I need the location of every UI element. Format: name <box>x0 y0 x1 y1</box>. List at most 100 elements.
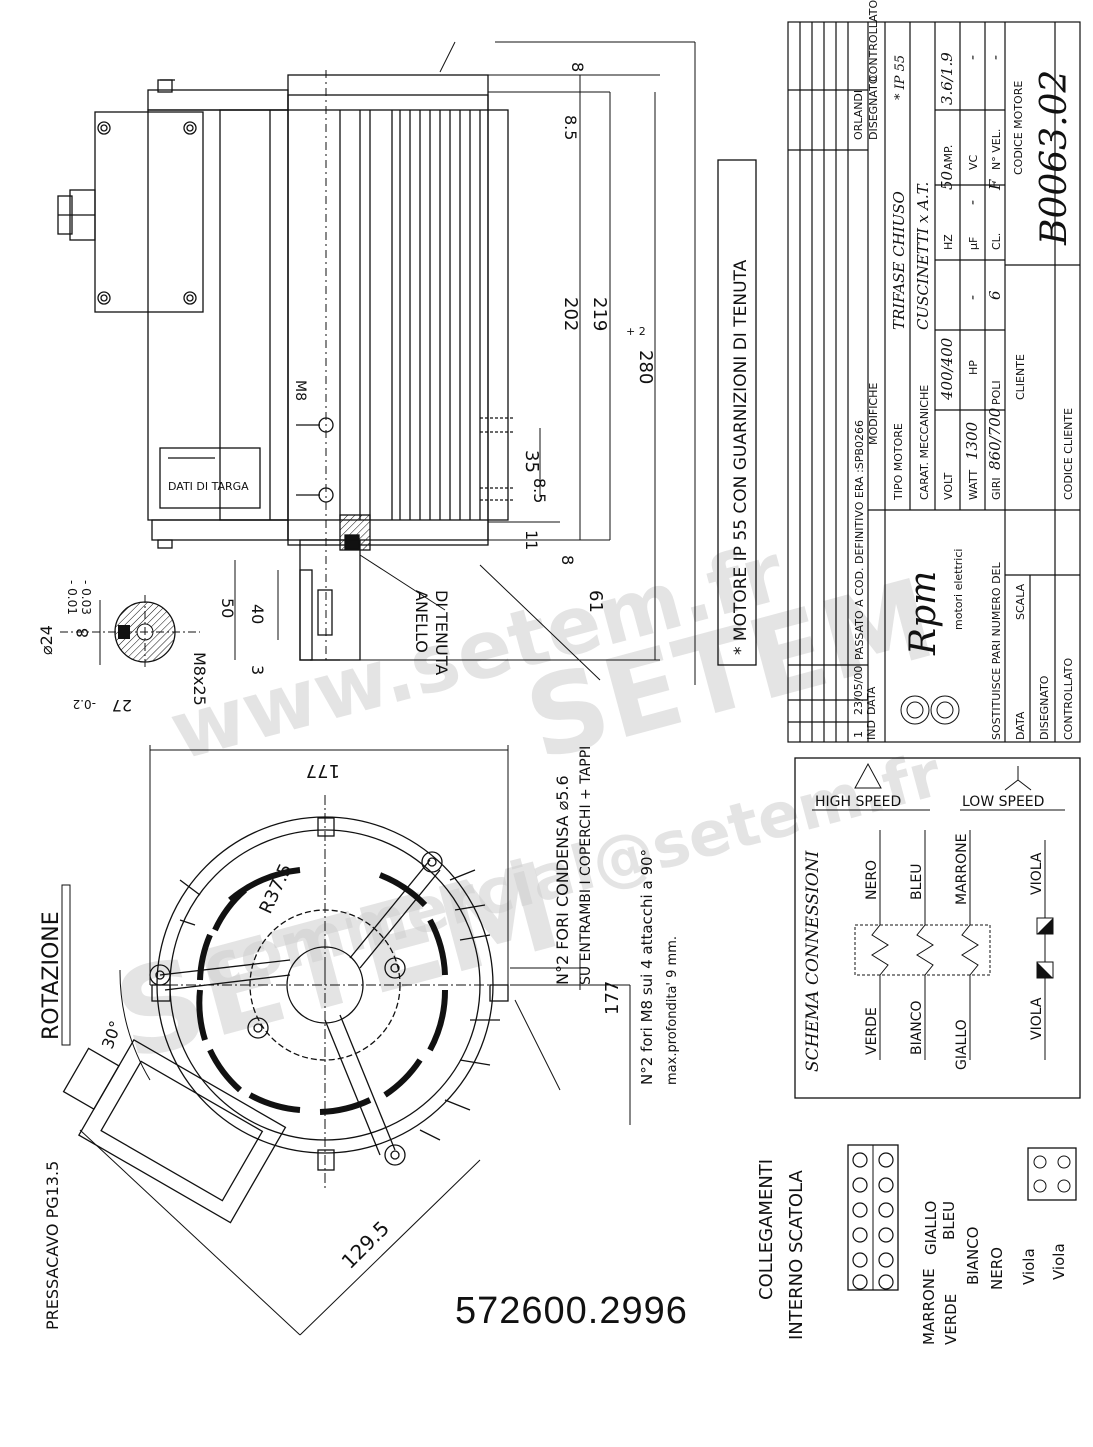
tb-label-nero: NERO <box>988 1247 1006 1290</box>
hp-value: - <box>963 295 981 300</box>
dim-219: 219 <box>589 297 610 331</box>
dim-8-bot: 8 <box>558 555 577 565</box>
rev-header-controllato: CONTROLLATO <box>867 0 880 82</box>
side-view-dimensions <box>234 41 696 685</box>
shaft-section: ⌀24 - 0.01 - 0.03 8 27 -0.2 <box>37 580 200 715</box>
title-block <box>787 21 1081 743</box>
note-ip55: * MOTORE IP 55 CON GUARNIZIONI DI TENUTA <box>717 159 757 666</box>
shaft-tol-1: - 0.01 <box>65 580 79 615</box>
front-view <box>62 745 631 1336</box>
giri-value: 860/700 <box>986 407 1004 470</box>
wire-bianco: BIANCO <box>909 1000 925 1055</box>
pressacavo-label: PRESSACAVO PG13.5 <box>43 1161 62 1330</box>
label-m8: M8 <box>292 380 308 401</box>
vc-value: - <box>963 55 981 60</box>
shaft-height-tol: -0.2 <box>73 697 96 711</box>
dim-61: 61 <box>585 590 606 613</box>
dim-m8x25: M8x25 <box>190 652 209 706</box>
tb-label-marrone: MARRONE <box>920 1268 938 1345</box>
volt-value: 400/400 <box>938 337 956 401</box>
nvel-value: - <box>986 55 1004 60</box>
dim-129-5: 129.5 <box>337 1216 394 1273</box>
seal-label-2: DI TENUTA <box>432 590 451 675</box>
poli-label: POLI <box>990 380 1003 405</box>
poli-value: 6 <box>986 290 1004 300</box>
uf-label: µF <box>967 237 980 250</box>
note-condensa-holes: N°2 FORI CONDENSA ⌀5.6 <box>553 775 572 985</box>
hz-label: HZ <box>942 234 955 250</box>
brand-subtitle: motori elettrici <box>952 549 965 630</box>
volt-label: VOLT <box>942 472 955 500</box>
wire-verde: VERDE <box>864 1007 880 1055</box>
wire-marrone: MARRONE <box>954 834 970 905</box>
dim-50: 50 <box>218 598 237 618</box>
cl-label: CL. <box>990 233 1003 250</box>
seal-label-1: ANELLO <box>412 590 431 653</box>
part-number: 572600.2996 <box>455 1290 688 1332</box>
tb-label-giallo: GIALLO <box>922 1201 940 1255</box>
dim-177-side: 177 <box>602 981 623 1015</box>
giri-label: GIRI <box>990 477 1003 500</box>
dim-202: 202 <box>560 297 581 331</box>
tol-280: + 2 <box>626 325 646 338</box>
tb-label-verde: VERDE <box>942 1294 960 1345</box>
rev-text: PASSATO A COD. DEFINITIVO ERA :SPB0266 <box>853 420 866 660</box>
brand-logo: Rpm <box>903 571 944 656</box>
tipo-motore-label: TIPO MOTORE <box>892 423 905 501</box>
hz-value: 50 <box>938 170 956 190</box>
data-label: DATA <box>1014 711 1027 740</box>
dim-3: 3 <box>248 665 267 675</box>
rev-header-data: DATA <box>865 686 878 715</box>
watt-label: WATT <box>967 470 980 500</box>
hp-label: HP <box>967 360 980 375</box>
note-max-depth: max.profondita' 9 mm. <box>665 936 680 1085</box>
dim-8-5-bot: 8.5 <box>530 478 549 503</box>
controllato-label: CONTROLLATO <box>1062 658 1075 740</box>
terminal-box-connections: COLLEGAMENTI INTERNO SCATOLA GIALLO BLEU… <box>756 1144 1077 1345</box>
ip-rating: * IP 55 <box>893 55 908 100</box>
title-block-text: IND DATA MODIFICHE DISEGNATO CONTROLLATO… <box>852 0 1075 740</box>
codice-cliente-label: CODICE CLIENTE <box>1062 408 1075 500</box>
nameplate-frame <box>159 447 261 509</box>
dim-35: 35 <box>521 450 542 473</box>
vc-label: VC <box>967 154 980 170</box>
shaft-tol-2: - 0.03 <box>79 580 93 615</box>
shaft-height: 27 <box>112 696 132 715</box>
wire-viola-1: VIOLA <box>1029 997 1045 1040</box>
rev-by: ORLANDI <box>852 90 865 140</box>
rotation-label: ROTAZIONE <box>39 911 64 1040</box>
tb-label-viola-1: Viola <box>1020 1248 1038 1285</box>
uf-value: - <box>963 200 981 205</box>
amp-value: 3.6/1.9 <box>938 52 956 105</box>
tb-label-bleu: BLEU <box>940 1201 958 1240</box>
tb-label-viola-2: Viola <box>1050 1243 1068 1280</box>
wire-bleu: BLEU <box>909 864 925 901</box>
wire-giallo: GIALLO <box>954 1019 970 1070</box>
rev-header-ind: IND <box>865 720 878 740</box>
cl-value: F <box>986 179 1004 191</box>
sostituisce-label: SOSTITUISCE PARI NUMERO DEL <box>990 562 1003 740</box>
high-speed-label: HIGH SPEED <box>815 794 901 810</box>
dim-8-5-top: 8.5 <box>561 115 580 140</box>
codice-motore-label: CODICE MOTORE <box>1012 81 1025 175</box>
rev-date: 23/05/00 <box>852 666 865 715</box>
rev-header-modifiche: MODIFICHE <box>867 383 880 445</box>
tipo-motore-value: TRIFASE CHIUSO <box>890 191 908 330</box>
note-m8-holes: N°2 fori M8 sui 4 attacchi a 90° <box>638 849 656 1085</box>
low-speed-label: LOW SPEED <box>962 794 1044 810</box>
dim-177-top: 177 <box>306 760 340 781</box>
cliente-label: CLIENTE <box>1014 354 1027 400</box>
rev-index: 1 <box>852 731 865 738</box>
nvel-label: N° VEL. <box>990 129 1003 170</box>
note-ip55-text: * MOTORE IP 55 CON GUARNIZIONI DI TENUTA <box>731 259 751 655</box>
dim-11: 11 <box>522 530 541 550</box>
tb-label-bianco: BIANCO <box>964 1227 982 1285</box>
carat-label: CARAT. MECCANICHE <box>918 385 931 500</box>
connection-schema: SCHEMA CONNESSIONI HIGH SPEED LOW SPEED … <box>794 757 1081 1099</box>
wire-viola-2: VIOLA <box>1029 852 1045 895</box>
codice-motore-value: B0063.02 <box>1034 70 1075 246</box>
tb-title-1: COLLEGAMENTI <box>756 1159 777 1300</box>
side-view <box>57 70 515 661</box>
shaft-diameter: ⌀24 <box>37 625 56 655</box>
dim-40: 40 <box>248 604 267 624</box>
